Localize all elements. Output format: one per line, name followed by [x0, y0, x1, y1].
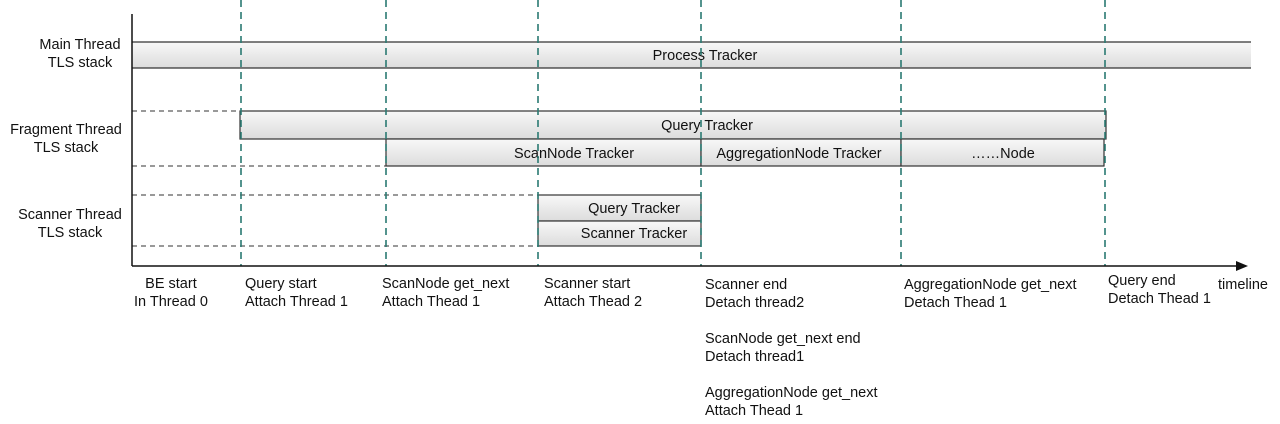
- query-tracker-fragment-bar: [239, 110, 1107, 140]
- lane-label-main-thread: Main Thread TLS stack: [30, 36, 130, 72]
- event-line2: Attach Thead 2: [544, 294, 643, 310]
- lane-label-line2: TLS stack: [47, 55, 113, 71]
- event-line2: Detach Thead 1: [904, 295, 1007, 311]
- event-be-start: BE start In Thread 0: [134, 275, 208, 311]
- event-line2: In Thread 0: [134, 294, 208, 310]
- lane-label-line1: Main Thread: [39, 37, 121, 53]
- event-query-end: Query end Detach Thead 1: [1108, 272, 1211, 308]
- node-tracker-bar: [900, 138, 1105, 167]
- x-axis-arrowhead: [1236, 261, 1248, 271]
- query-tracker-scanner-label: Query Tracker: [588, 201, 680, 217]
- event-line5: AggregationNode get_next: [705, 385, 878, 401]
- scanner-tracker-bar: [537, 220, 702, 247]
- query-tracker-fragment-label: Query Tracker: [661, 118, 753, 134]
- event-line2: Detach thread2: [705, 295, 805, 311]
- process-tracker-label: Process Tracker: [653, 48, 758, 64]
- lane-label-line2: TLS stack: [33, 140, 99, 156]
- aggregationnode-tracker-bar: [700, 138, 902, 167]
- scanner-tracker-label: Scanner Tracker: [581, 226, 688, 242]
- event-line4: Detach thread1: [705, 349, 805, 365]
- event-line1: BE start: [145, 276, 197, 292]
- event-line2: Attach Thead 1: [382, 294, 481, 310]
- lane-label-line2: TLS stack: [37, 225, 103, 241]
- event-query-start: Query start Attach Thread 1: [245, 275, 348, 311]
- lane-label-fragment-thread: Fragment Thread TLS stack: [0, 121, 132, 157]
- event-line2: Attach Thread 1: [245, 294, 348, 310]
- event-line1: Query start: [245, 276, 317, 292]
- scannode-tracker-bar: [385, 138, 702, 167]
- event-line3: ScanNode get_next end: [705, 331, 861, 347]
- event-scannode-get-next: ScanNode get_next Attach Thead 1: [382, 275, 509, 311]
- lane-label-scanner-thread: Scanner Thread TLS stack: [10, 206, 130, 242]
- node-tracker-label: ……Node: [971, 146, 1035, 162]
- process-tracker-bar: [132, 42, 1251, 68]
- lane-label-line1: Fragment Thread: [10, 122, 122, 138]
- event-line1: AggregationNode get_next: [904, 277, 1077, 293]
- event-line1: Query end: [1108, 273, 1176, 289]
- event-aggregationnode-get-next: AggregationNode get_next Detach Thead 1: [904, 276, 1077, 312]
- event-line1: ScanNode get_next: [382, 276, 510, 292]
- event-line1: Scanner end: [705, 277, 788, 293]
- event-line6: Attach Thead 1: [705, 403, 804, 419]
- scannode-tracker-label: ScanNode Tracker: [514, 146, 634, 162]
- lane-label-line1: Scanner Thread: [18, 207, 122, 223]
- event-line1: Scanner start: [544, 276, 631, 292]
- event-markers: [240, 0, 1106, 266]
- axis-label-timeline: timeline: [1218, 277, 1268, 293]
- event-scanner-end: Scanner end Detach thread2 ScanNode get_…: [705, 276, 878, 420]
- event-line2: Detach Thead 1: [1108, 291, 1211, 307]
- aggregationnode-tracker-label: AggregationNode Tracker: [716, 146, 881, 162]
- event-scanner-start: Scanner start Attach Thead 2: [544, 275, 642, 311]
